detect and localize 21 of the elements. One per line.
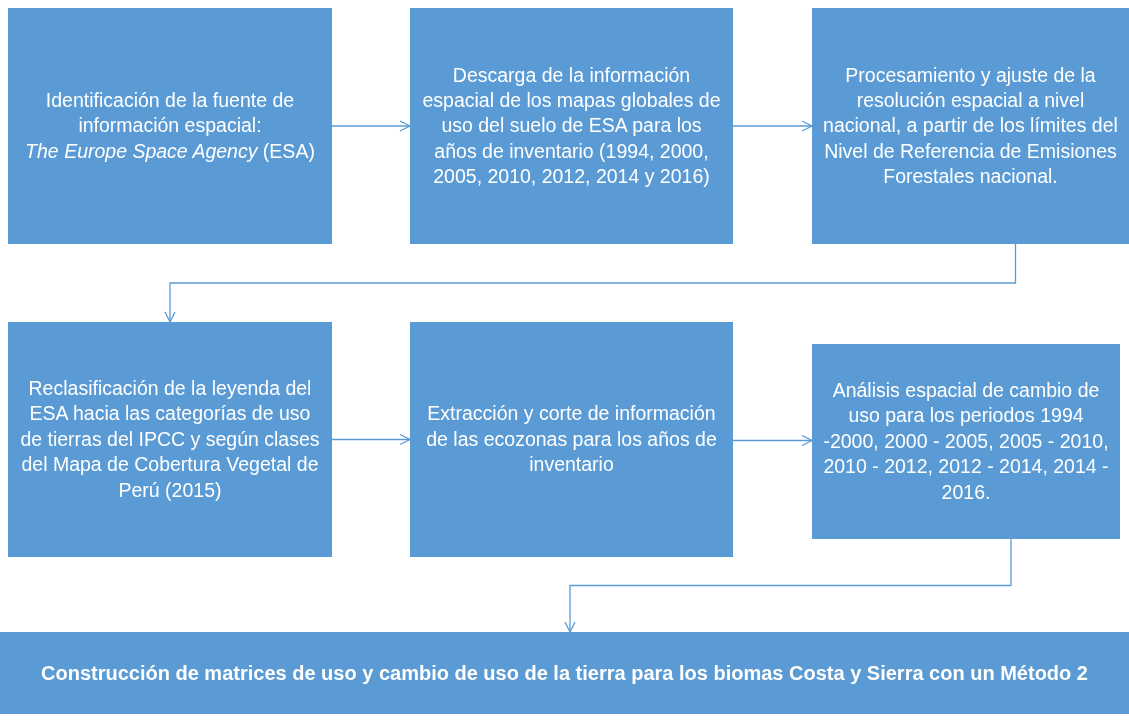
box-text: Descarga de la información espacial de los mapas globales de uso del suelo de ESA para los años de inventario (1994, 2000, 2005, 2010, 2012, 2014 y 2016) — [421, 62, 722, 189]
box-text: Análisis espacial de cambio de uso para los periodos 1994 -2000, 2000 - 2005, 2005 - 2010, 2010 - 2012, 2012 - 2014, 2014 - 2016. — [822, 378, 1110, 505]
arrow — [732, 434, 813, 447]
arrow — [164, 243, 1017, 323]
process-box — [812, 344, 1120, 539]
arrow — [331, 120, 411, 132]
box-text: Procesamiento y ajuste de la resolución espacial a nivel nacional, a partir de los límites del Nivel de Referencia de Emisiones Forestales nacional. — [822, 62, 1119, 189]
process-box — [812, 8, 1129, 244]
box-text: The Europe Space Agency (ESA) — [25, 138, 315, 164]
arrow — [331, 433, 411, 446]
process-box — [8, 8, 332, 244]
arrow — [732, 120, 813, 132]
box-text: Identificación de la fuente de información espacial: — [44, 88, 296, 139]
process-box — [0, 632, 1129, 714]
process-box — [410, 8, 733, 244]
process-box — [410, 322, 733, 557]
box-text: Construcción de matrices de uso y cambio de uso de la tierra para los biomas Costa y Sierra con un Método 2 — [41, 661, 1088, 686]
box-text: Extracción y corte de información de las ecozonas para los años de inventario — [425, 401, 718, 478]
arrow — [564, 538, 1012, 633]
process-box — [8, 322, 332, 557]
box-text: Reclasificación de la leyenda del ESA hacia las categorías de uso de tierras del IPCC y según clases del Mapa de Cobertura Vegetal de Perú (2015) — [19, 376, 321, 503]
